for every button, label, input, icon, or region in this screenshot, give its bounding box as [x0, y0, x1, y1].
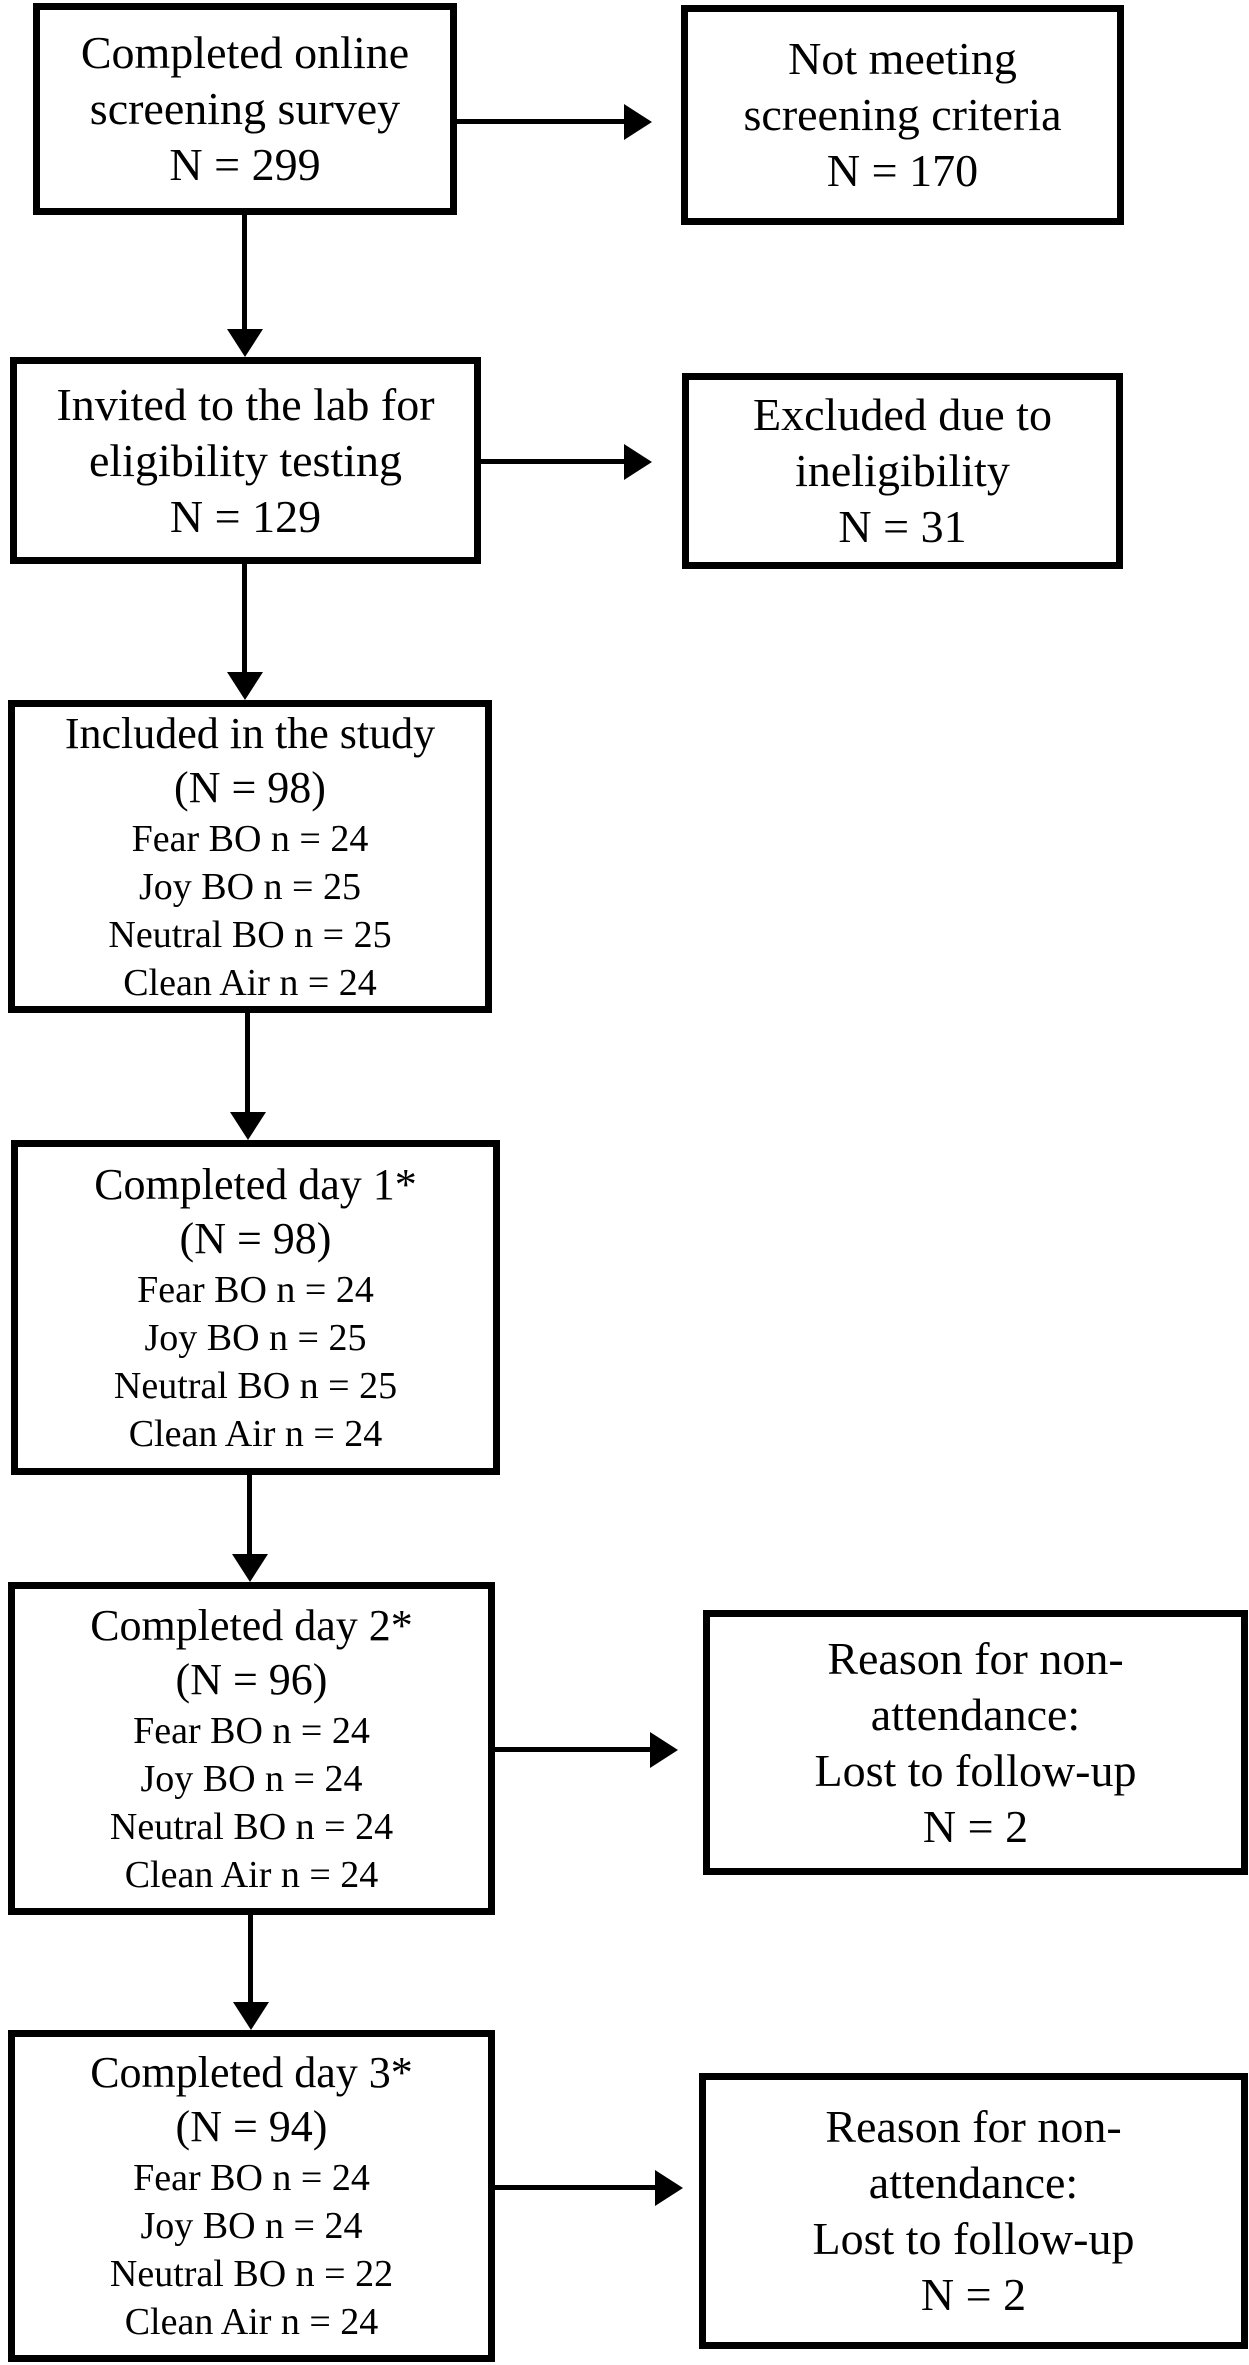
box-text-line: Completed online: [80, 27, 410, 78]
flow-box-not-meeting-criteria: Not meeting screening criteria N = 170: [681, 5, 1124, 225]
box-text-line: N = 299: [169, 139, 321, 190]
arrow-head-icon: [624, 104, 652, 140]
flow-box-invited-lab: Invited to the lab for eligibility testi…: [10, 357, 481, 564]
arrow-shaft: [242, 564, 247, 674]
box-text-line: Completed day 1*: [94, 1159, 417, 1209]
box-text-line: (N = 98): [179, 1213, 332, 1263]
flow-box-reason-nonattendance-day3: Reason for non- attendance: Lost to foll…: [699, 2073, 1248, 2349]
box-text-line: Clean Air n = 24: [124, 2301, 379, 2343]
flow-box-completed-day3: Completed day 3* (N = 94) Fear BO n = 24…: [8, 2030, 495, 2362]
box-text-line: Lost to follow-up: [812, 2213, 1135, 2264]
box-text-line: Fear BO n = 24: [133, 1709, 370, 1752]
box-text-line: Included in the study: [64, 708, 436, 758]
arrow-head-icon: [227, 672, 263, 700]
arrow-down-5: [233, 1915, 269, 2030]
box-text-line: (N = 94): [175, 2102, 328, 2151]
arrow-right-screening-exclusion: [457, 104, 652, 140]
box-text-line: Joy BO n = 25: [144, 1316, 367, 1359]
flow-box-screening-survey: Completed online screening survey N = 29…: [33, 3, 457, 215]
box-text-line: N = 170: [826, 145, 979, 196]
box-text-line: Excluded due to: [753, 389, 1052, 440]
box-text-line: Reason for non-: [827, 1632, 1124, 1684]
box-text-line: Reason for non-: [825, 2101, 1122, 2152]
box-text-line: Fear BO n = 24: [133, 2157, 370, 2199]
arrow-head-icon: [233, 2002, 269, 2030]
arrow-head-icon: [650, 1732, 678, 1768]
box-text-line: Joy BO n = 24: [140, 2205, 363, 2247]
flow-box-excluded-ineligibility: Excluded due to ineligibility N = 31: [682, 373, 1123, 569]
box-text-line: Neutral BO n = 25: [113, 1364, 398, 1407]
box-text-line: Clean Air n = 24: [128, 1412, 383, 1455]
box-text-line: N = 2: [920, 2269, 1027, 2320]
box-text-line: Not meeting: [788, 33, 1017, 84]
arrow-right-day2-reason: [495, 1732, 678, 1768]
box-text-line: eligibility testing: [88, 434, 403, 486]
box-text-line: Joy BO n = 25: [138, 865, 361, 908]
arrow-head-icon: [624, 444, 652, 480]
arrow-down-4: [232, 1475, 268, 1582]
box-text-line: Neutral BO n = 22: [109, 2253, 394, 2295]
box-text-line: screening survey: [89, 83, 401, 134]
arrow-shaft: [495, 1747, 652, 1752]
box-text-line: Fear BO n = 24: [137, 1268, 374, 1311]
box-text-line: attendance:: [870, 1688, 1081, 1740]
box-text-line: Clean Air n = 24: [123, 961, 377, 1004]
arrow-shaft: [481, 459, 626, 464]
flow-box-completed-day2: Completed day 2* (N = 96) Fear BO n = 24…: [8, 1582, 495, 1915]
box-text-line: Joy BO n = 24: [140, 1757, 363, 1800]
box-text-line: (N = 96): [175, 1654, 328, 1704]
box-text-line: N = 129: [169, 490, 322, 542]
arrow-shaft: [495, 2185, 657, 2190]
flow-box-completed-day1: Completed day 1* (N = 98) Fear BO n = 24…: [11, 1140, 500, 1475]
arrow-shaft: [242, 215, 247, 331]
arrow-head-icon: [655, 2170, 683, 2206]
flow-box-included-study: Included in the study (N = 98) Fear BO n…: [8, 700, 492, 1013]
box-text-line: Fear BO n = 24: [131, 817, 369, 860]
arrow-down-3: [230, 1013, 266, 1140]
arrow-shaft: [457, 119, 626, 124]
box-text-line: ineligibility: [795, 445, 1010, 496]
flow-box-reason-nonattendance-day2: Reason for non- attendance: Lost to foll…: [703, 1610, 1248, 1875]
arrow-down-1: [227, 215, 263, 357]
box-text-line: Neutral BO n = 24: [109, 1805, 394, 1848]
arrow-right-eligibility-exclusion: [481, 444, 652, 480]
arrow-head-icon: [232, 1554, 268, 1582]
arrow-head-icon: [230, 1112, 266, 1140]
box-text-line: N = 2: [922, 1800, 1029, 1852]
box-text-line: Invited to the lab for: [56, 378, 435, 430]
box-text-line: Lost to follow-up: [814, 1744, 1137, 1796]
arrow-shaft: [248, 1915, 253, 2004]
box-text-line: Completed day 2*: [90, 1600, 413, 1650]
arrow-shaft: [245, 1013, 250, 1114]
box-text-line: Neutral BO n = 25: [108, 913, 392, 956]
box-text-line: attendance:: [868, 2157, 1079, 2208]
box-text-line: N = 31: [838, 501, 967, 552]
arrow-shaft: [247, 1475, 252, 1556]
box-text-line: Clean Air n = 24: [124, 1853, 379, 1896]
arrow-down-2: [227, 564, 263, 700]
box-text-line: screening criteria: [743, 89, 1062, 140]
arrow-right-day3-reason: [495, 2170, 683, 2206]
box-text-line: (N = 98): [174, 762, 326, 812]
arrow-head-icon: [227, 329, 263, 357]
box-text-line: Completed day 3*: [90, 2048, 413, 2097]
